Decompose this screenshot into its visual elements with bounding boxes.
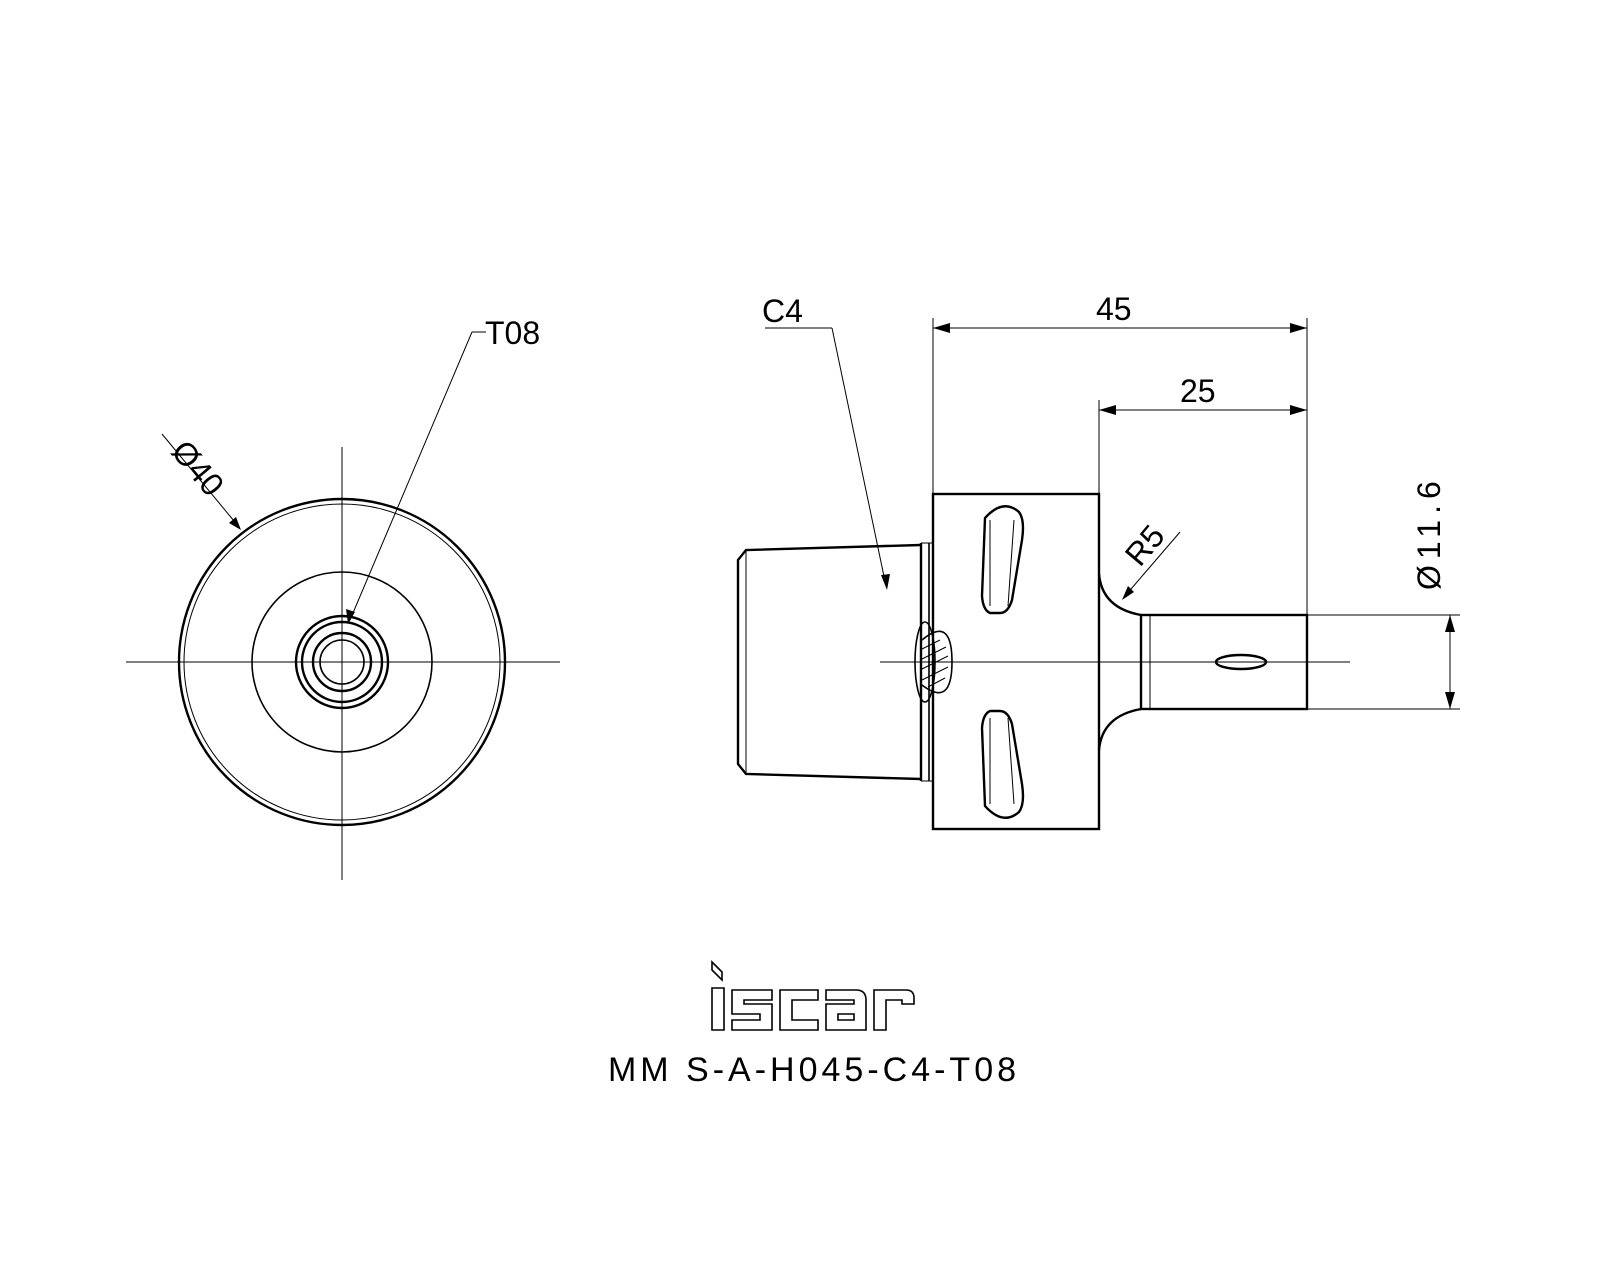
face-circle	[251, 571, 433, 753]
main-body	[931, 492, 1101, 831]
diameter-arrowhead	[229, 517, 241, 530]
shank-fillet-lower	[1097, 707, 1142, 751]
lower-slot-inner	[989, 717, 1015, 805]
c4-label: C4	[762, 293, 803, 329]
c4-leader-line	[831, 327, 887, 587]
c4-arrowhead	[881, 574, 890, 590]
side-view: C4 45 25 R5 Ø11.6	[736, 291, 1460, 831]
dim-dia-arrow-bottom	[1445, 692, 1455, 709]
c4-shank-outline	[736, 543, 922, 781]
upper-slot-inner	[989, 519, 1015, 607]
shank-flat	[1214, 653, 1268, 671]
dim-25-arrow-left	[1099, 405, 1116, 415]
front-view: Ø40 T08	[126, 315, 560, 880]
hub-ring-mid	[300, 620, 384, 704]
dim-45-arrow-right	[1290, 323, 1307, 333]
designation-title: MM S-A-H045-C4-T08	[608, 1051, 1020, 1089]
dim-45-label: 45	[1096, 291, 1132, 327]
output-shank	[1139, 613, 1309, 711]
r5-label: R5	[1118, 518, 1172, 572]
cross-pin	[914, 621, 953, 703]
t08-leader-line	[349, 331, 473, 621]
iscar-logo	[711, 960, 915, 1031]
dim-45-arrow-left	[933, 323, 950, 333]
diameter-leader-line	[161, 433, 240, 528]
shank-fillet-upper	[1097, 573, 1142, 617]
t08-arrowhead	[346, 609, 355, 624]
outer-diameter-circle	[177, 497, 507, 827]
dim-shank-dia-label: Ø11.6	[1411, 475, 1447, 590]
diameter-label: Ø40	[165, 433, 231, 502]
outer-chamfer-circle	[183, 503, 501, 821]
hub-bore	[319, 639, 365, 685]
r5-arrowhead	[1122, 586, 1134, 600]
t08-label: T08	[485, 315, 540, 351]
dim-25-arrow-right	[1290, 405, 1307, 415]
r5-leader-line	[1124, 531, 1181, 597]
dim-25-label: 25	[1180, 373, 1216, 409]
hub-ring-outer	[294, 614, 390, 710]
hub-ring-inner	[311, 631, 373, 693]
upper-slot	[980, 505, 1025, 615]
dim-dia-arrow-top	[1445, 615, 1455, 632]
lower-slot	[980, 709, 1025, 819]
